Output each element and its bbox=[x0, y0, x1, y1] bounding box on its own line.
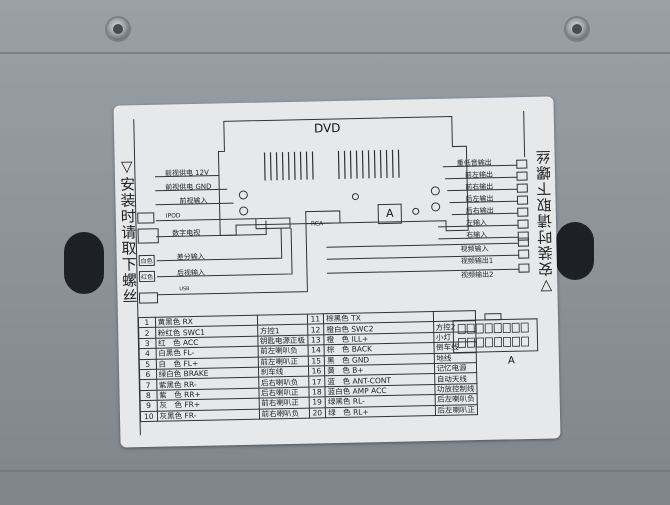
pin-function: 后左喇叭正 bbox=[434, 404, 478, 416]
wire-label: 后右输出 bbox=[465, 206, 494, 216]
pin-number: 11 bbox=[306, 313, 324, 325]
pin-number: 4 bbox=[139, 348, 156, 360]
chassis-fold-line bbox=[0, 470, 670, 472]
pin-number: 17 bbox=[308, 376, 326, 387]
connector-a-caption: A bbox=[507, 355, 515, 367]
wire-label: USB bbox=[179, 286, 190, 293]
wire-label: 视频输出1 bbox=[460, 256, 494, 266]
mounting-slot bbox=[64, 232, 104, 294]
wire-label: 重低音输出 bbox=[456, 158, 492, 168]
wire-label: 前视供电 12V bbox=[164, 168, 209, 178]
pin-number: 2 bbox=[138, 327, 156, 339]
wire-label: 后视输入 bbox=[176, 268, 206, 278]
wire-label: 差分输入 bbox=[176, 252, 205, 262]
pin-number: 19 bbox=[308, 396, 326, 408]
left-install-note: ▽安装时请取下螺丝 bbox=[117, 157, 139, 305]
wire-label: 前左输出 bbox=[464, 170, 494, 180]
wire-label: IPOD bbox=[165, 212, 181, 220]
pin-number: 8 bbox=[139, 390, 157, 401]
pin-function: 前右喇叭负 bbox=[258, 407, 310, 420]
wire-label: 前视输入 bbox=[179, 196, 208, 206]
pin-number: 1 bbox=[138, 317, 156, 329]
wire-label: 左输入 bbox=[465, 218, 488, 228]
pin-number: 16 bbox=[308, 365, 325, 377]
wire-label: 右输入 bbox=[466, 230, 488, 240]
pin-number: 5 bbox=[139, 358, 157, 370]
pin-function: 后左喇叭负 bbox=[434, 393, 478, 405]
pin-number: 9 bbox=[140, 400, 158, 412]
wiring-diagram-svg bbox=[133, 111, 539, 436]
pin-wire: 灰黑色 FR- bbox=[157, 408, 260, 422]
pin-number: 20 bbox=[308, 407, 326, 419]
pin-number: 3 bbox=[138, 338, 156, 349]
wire-label: 视频输入 bbox=[460, 244, 489, 254]
chassis-fold-line bbox=[0, 52, 670, 54]
rca-label: RCA bbox=[310, 220, 324, 228]
pin-number: 13 bbox=[307, 334, 325, 346]
pin-number: 18 bbox=[308, 386, 326, 398]
pin-number: 15 bbox=[307, 355, 325, 367]
pin-number: 6 bbox=[139, 369, 157, 380]
wire-label: 后左输出 bbox=[465, 194, 494, 204]
connector-color-box: 白色 bbox=[138, 254, 155, 267]
connector-a-marker: A bbox=[377, 203, 403, 225]
pin-function: 功放控制线 bbox=[434, 383, 478, 395]
pin-number: 7 bbox=[139, 379, 157, 391]
screw-icon bbox=[107, 18, 129, 40]
connector-color-box: 红色 bbox=[138, 270, 156, 283]
wiring-diagram-label: DVD A RCA ▽安装时请取下螺丝 ▽安装时请取下螺丝 前视供电 12V 前… bbox=[113, 96, 561, 448]
pin-number: 14 bbox=[307, 344, 325, 356]
mounting-slot bbox=[556, 222, 594, 280]
pin-wire: 绿 色 RL+ bbox=[325, 404, 436, 418]
right-install-note: ▽安装时请取下螺丝 bbox=[534, 148, 556, 296]
pin-number: 10 bbox=[140, 410, 158, 422]
pin-function: 钥匙电源正极 bbox=[257, 334, 308, 347]
wire-label: 数字电视 bbox=[172, 228, 201, 238]
wire-label: 视频输出2 bbox=[461, 270, 494, 280]
wire-label: 前右输出 bbox=[465, 182, 494, 192]
screw-icon bbox=[566, 18, 588, 40]
dvd-title: DVD bbox=[313, 120, 341, 136]
pin-number: 12 bbox=[307, 324, 325, 335]
wire-label: 前视供电 GND bbox=[165, 182, 212, 192]
